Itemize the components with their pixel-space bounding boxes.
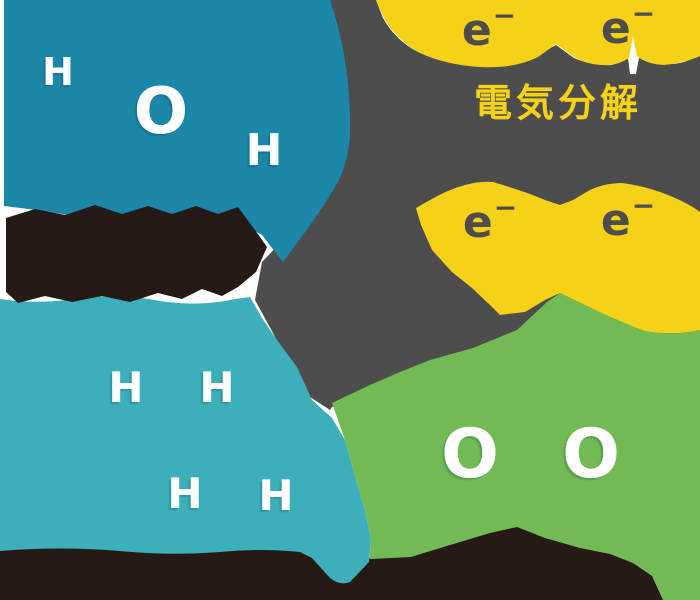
water-atom-h-1: H	[42, 50, 74, 94]
oxygen-molecule-blob	[332, 293, 700, 600]
electron-bubbles-top	[376, 0, 700, 68]
hydrogen-molecules-blob	[0, 296, 371, 584]
hydrogen-atom-h-1: H	[108, 363, 143, 412]
dark-accent-blob-left	[6, 205, 267, 303]
electron-bubbles-middle	[416, 181, 700, 334]
water-atom-o: O	[134, 75, 188, 149]
hydrogen-atom-h-3: H	[167, 469, 202, 518]
oxygen-atom-o-1: O	[441, 415, 499, 494]
electron-label-4: e−	[601, 189, 655, 246]
hydrogen-atom-h-4: H	[258, 471, 293, 520]
electron-label-1: e−	[462, 0, 516, 56]
water-atom-h-2: H	[246, 125, 283, 176]
oxygen-atom-o-2: O	[562, 415, 620, 494]
electron-label-2: e−	[601, 0, 655, 54]
hydrogen-atom-h-2: H	[199, 363, 234, 412]
electron-label-3: e−	[463, 191, 517, 248]
water-molecule-blob	[4, 0, 351, 262]
electrolysis-label: 電気分解	[474, 81, 642, 125]
